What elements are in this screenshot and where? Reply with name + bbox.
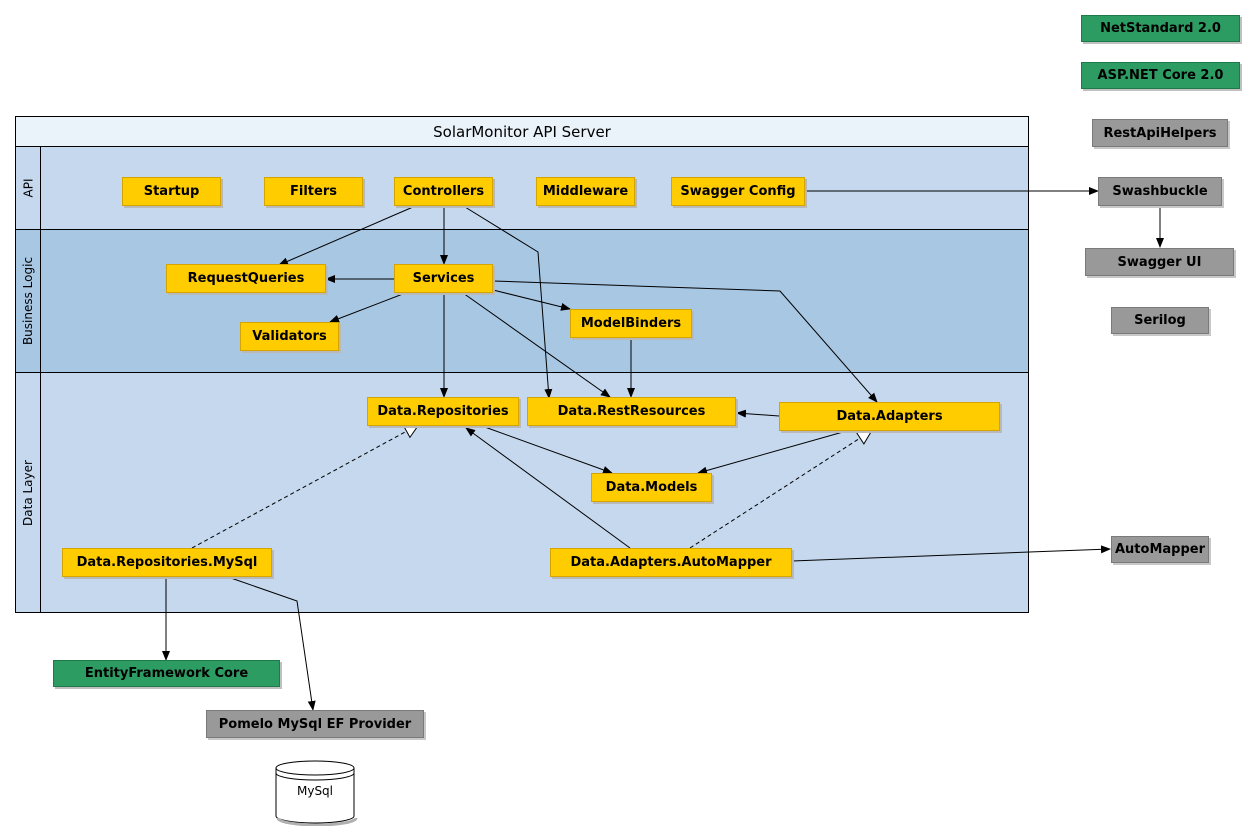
mysql-database-label: MySql [296, 784, 334, 798]
startup-component[interactable]: Startup [122, 177, 221, 206]
serilog-package[interactable]: Serilog [1111, 307, 1209, 334]
validators-component[interactable]: Validators [240, 322, 339, 351]
swagger-config-component[interactable]: Swagger Config [671, 177, 805, 206]
rest-api-helpers-package[interactable]: RestApiHelpers [1092, 119, 1228, 147]
lane-api-header: API [16, 147, 41, 229]
edge-mysql-pomelo [227, 576, 316, 711]
edge-adapters-models [697, 431, 844, 475]
edge-adapters-restresources [736, 409, 780, 418]
edge-automapper-repositories [465, 427, 631, 549]
services-component[interactable]: Services [394, 264, 493, 293]
edge-mysql-implements-repositories [191, 425, 418, 549]
lane-business-logic-header: Business Logic [16, 230, 41, 372]
request-queries-component[interactable]: RequestQueries [166, 264, 326, 293]
edge-services-modelbinders [492, 289, 571, 311]
edge-automapper-implements-adapters [689, 431, 871, 549]
model-binders-component[interactable]: ModelBinders [570, 309, 692, 338]
data-repositories-mysql-component[interactable]: Data.Repositories.MySql [62, 548, 272, 577]
aspnet-core-framework[interactable]: ASP.NET Core 2.0 [1081, 62, 1240, 89]
entity-framework-framework[interactable]: EntityFramework Core [53, 660, 280, 687]
lane-business-logic: Business Logic [15, 230, 1029, 373]
automapper-package[interactable]: AutoMapper [1111, 536, 1209, 563]
edge-repositories-models [481, 425, 613, 474]
edge-automapper-automapperlib [791, 545, 1111, 562]
edge-services-validators [329, 291, 409, 323]
pomelo-provider-package[interactable]: Pomelo MySql EF Provider [206, 710, 424, 738]
middleware-component[interactable]: Middleware [536, 177, 635, 206]
edge-controllers-restresources [464, 206, 553, 399]
data-adapters-automapper-component[interactable]: Data.Adapters.AutoMapper [550, 548, 792, 577]
edge-services-adapters [492, 280, 878, 403]
controllers-component[interactable]: Controllers [394, 177, 493, 206]
data-adapters-component[interactable]: Data.Adapters [779, 402, 1000, 431]
swagger-ui-package[interactable]: Swagger UI [1085, 248, 1234, 276]
netstandard-framework[interactable]: NetStandard 2.0 [1081, 15, 1240, 42]
mysql-database-icon[interactable] [275, 760, 359, 826]
edge-services-restresources [462, 292, 611, 398]
pool-title: SolarMonitor API Server [15, 116, 1029, 147]
edge-controllers-requestqueries [278, 206, 414, 266]
filters-component[interactable]: Filters [264, 177, 363, 206]
data-repositories-component[interactable]: Data.Repositories [367, 397, 519, 426]
swashbuckle-package[interactable]: Swashbuckle [1098, 177, 1222, 206]
data-rest-resources-component[interactable]: Data.RestResources [527, 397, 736, 426]
data-models-component[interactable]: Data.Models [591, 473, 712, 502]
lane-data-layer-header: Data Layer [16, 373, 41, 612]
